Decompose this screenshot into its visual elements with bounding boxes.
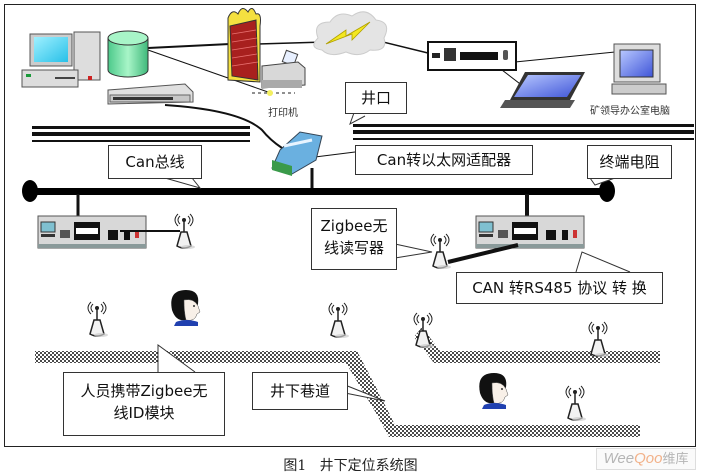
figure-title: 井下定位系统图 bbox=[319, 458, 418, 474]
desktop-computer-icon bbox=[21, 31, 101, 88]
link-hub-adapter bbox=[164, 104, 283, 149]
callout-tail-rs485 bbox=[575, 251, 631, 273]
zigbee-antenna-icon bbox=[328, 302, 350, 339]
can-ethernet-adapter-icon bbox=[271, 131, 323, 176]
network-hub-icon bbox=[107, 83, 194, 105]
callout-tail-terminal bbox=[589, 177, 616, 186]
terminal-resistor-left bbox=[22, 180, 38, 202]
zigbee-antenna-icon bbox=[87, 301, 109, 338]
miner-person-icon bbox=[170, 289, 201, 327]
callout-can-bus: Can总线 bbox=[108, 145, 202, 179]
office-computer-icon bbox=[611, 43, 667, 95]
network-switch-icon bbox=[427, 41, 517, 71]
link-db-printer bbox=[147, 49, 269, 93]
callout-shaft-mouth: 井口 bbox=[345, 82, 407, 114]
watermark-text-c: 维库 bbox=[662, 451, 689, 466]
tunnel-main-upper bbox=[35, 351, 357, 363]
database-icon bbox=[107, 30, 149, 78]
link-adapter-callout bbox=[314, 151, 356, 158]
watermark: WeeQoo维库 bbox=[596, 448, 696, 470]
callout-personnel-module-line2: 线ID模块 bbox=[113, 404, 175, 422]
zigbee-antenna-icon bbox=[565, 385, 587, 422]
callout-can-rs485: CAN 转RS485 协议 转 换 bbox=[456, 272, 663, 304]
link-db-firewall bbox=[147, 43, 231, 49]
link-firewall-cloud bbox=[257, 41, 326, 45]
tunnel-branch-right bbox=[414, 327, 660, 363]
can-bus-line bbox=[28, 188, 610, 195]
callout-tunnel: 井下巷道 bbox=[252, 372, 348, 410]
printer-icon bbox=[252, 49, 306, 96]
printer-label: 打印机 bbox=[268, 108, 298, 119]
callout-tail-module bbox=[157, 344, 196, 373]
zigbee-antenna-icon bbox=[430, 233, 452, 270]
callout-can-ethernet-adapter: Can转以太网适配器 bbox=[355, 145, 533, 175]
callout-terminal-resistor: 终端电阻 bbox=[587, 145, 672, 179]
link-node-right-antenna bbox=[447, 243, 519, 264]
link-switch-officepc bbox=[514, 51, 616, 63]
can-node-right-icon bbox=[475, 215, 585, 249]
watermark-text-b: Qoo bbox=[634, 450, 663, 467]
laptop-icon bbox=[500, 72, 585, 108]
office-pc-label: 矿领导办公室电脑 bbox=[590, 106, 670, 117]
callout-zigbee-reader-line2: 线读写器 bbox=[323, 239, 384, 257]
watermark-text-a: Wee bbox=[603, 450, 635, 467]
tunnel-branch-lower bbox=[346, 351, 640, 437]
figure-caption: 图1 井下定位系统图 bbox=[0, 455, 701, 475]
callout-tail-can-bus bbox=[164, 177, 202, 189]
terminal-resistor-right bbox=[599, 180, 615, 202]
internet-cloud-icon bbox=[313, 11, 388, 56]
callout-zigbee-reader: Zigbee无 线读写器 bbox=[311, 208, 397, 270]
ground-surface-left bbox=[32, 126, 250, 142]
firewall-icon bbox=[227, 8, 261, 83]
callout-tail-zigbee-reader bbox=[394, 243, 433, 259]
miner-person-icon bbox=[478, 372, 509, 410]
figure-label: 图1 bbox=[283, 458, 307, 474]
callout-personnel-module: 人员携带Zigbee无 线ID模块 bbox=[63, 372, 225, 436]
callout-zigbee-reader-line1: Zigbee无 bbox=[320, 217, 388, 235]
callout-tail-tunnel bbox=[344, 384, 386, 402]
ground-surface-right bbox=[353, 124, 694, 140]
callout-personnel-module-line1: 人员携带Zigbee无 bbox=[80, 382, 208, 400]
